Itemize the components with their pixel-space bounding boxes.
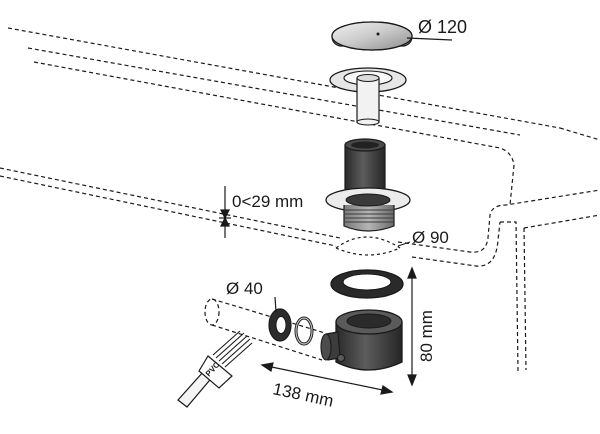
compression-nut <box>268 308 292 342</box>
hole-diameter-leader <box>397 241 411 247</box>
cover-diameter-leader <box>406 37 453 41</box>
height-dimension <box>219 186 231 238</box>
threaded-drain-body <box>325 138 411 232</box>
pvc-pipe <box>204 298 326 361</box>
o-ring <box>294 316 314 346</box>
trap-body <box>320 309 403 371</box>
top-flange <box>329 67 407 126</box>
trap-height-label: 80 mm <box>417 310 436 362</box>
height-range-label: 0<29 mm <box>232 192 303 211</box>
trap-height-dimension <box>407 266 417 387</box>
trap-length-dimension <box>260 362 394 395</box>
hole-diameter-label: Ø 90 <box>412 228 449 247</box>
pipe-diameter-leader <box>274 296 277 313</box>
glue-brush <box>177 330 253 408</box>
trap-length-label: 138 mm <box>271 379 335 410</box>
cover-diameter-label: Ø 120 <box>418 17 467 37</box>
gasket-ring <box>330 269 404 299</box>
tray-drain-hole <box>335 236 401 256</box>
drain-cover-plate <box>331 21 413 51</box>
shower-tray-outline <box>0 27 600 373</box>
pipe-diameter-label: Ø 40 <box>226 279 263 298</box>
